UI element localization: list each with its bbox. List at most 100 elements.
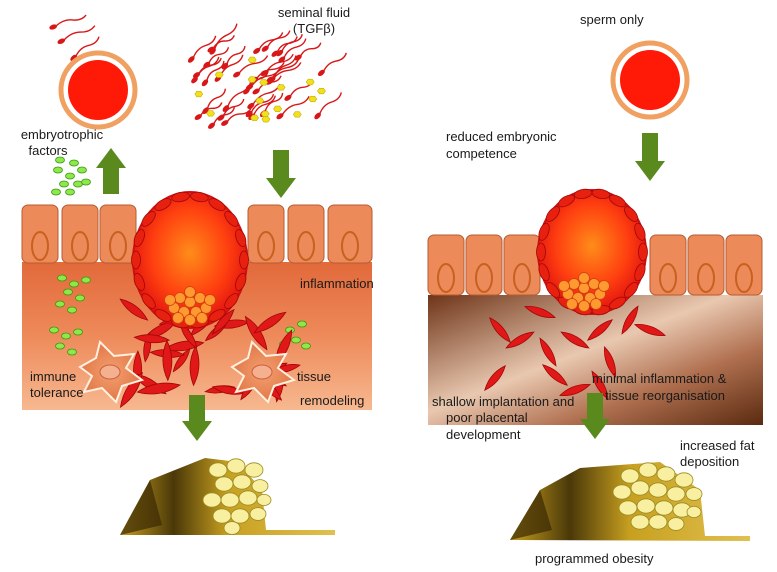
fat-cell [618, 500, 638, 516]
embryotrophic-factor-dots [51, 156, 91, 196]
factor-dot [49, 326, 59, 334]
fat-cell [630, 480, 650, 496]
immune-cell-right [230, 340, 297, 404]
label-tissue: tissue [297, 369, 331, 384]
factor-dot [55, 300, 65, 308]
trophoblast-cell [141, 211, 156, 227]
sperm-cell [317, 52, 347, 76]
fat-cell [214, 476, 234, 492]
trophoblast-cell [634, 222, 646, 241]
trophoblast-cell [545, 206, 561, 222]
fat-cell [230, 508, 250, 524]
factor-dot [59, 180, 69, 188]
fat-cell [620, 468, 640, 484]
tgf-beta-particle [247, 76, 257, 83]
arrow-up-embryotrophic [96, 148, 126, 194]
epithelial-cell [287, 204, 325, 264]
fat-cell [674, 472, 694, 488]
label-tgf-beta: (TGFβ) [293, 21, 335, 36]
trophoblast-cell [208, 198, 226, 211]
inflammatory-cells-right [484, 305, 666, 400]
label-programmed-obesity: programmed obesity [535, 551, 654, 566]
inner-cell-mass-cell [590, 298, 602, 310]
trophoblast-cell [133, 229, 145, 248]
inner-cell-mass-cell [598, 280, 610, 292]
inner-cell-mass-cell [184, 286, 196, 298]
fat-cell [667, 517, 685, 531]
fat-cell [202, 492, 222, 508]
fat-cell [244, 462, 264, 478]
epithelial-cell [99, 204, 137, 264]
factor-dots-tissue [49, 274, 311, 356]
inner-cell-mass-cell [172, 312, 184, 324]
tgf-beta-particle [255, 97, 265, 104]
factor-dot [57, 274, 67, 282]
arrow-down-seminal [266, 150, 296, 198]
label-minimal-inflammation: minimal inflammation & [592, 371, 727, 386]
immune-cell-left [78, 340, 145, 404]
epithelial-cell [327, 204, 373, 264]
epithelial-nucleus [659, 263, 677, 293]
stromal-cell [489, 316, 511, 344]
factor-dot [63, 288, 73, 296]
sperm-cell [261, 30, 291, 52]
label-immune: immune [30, 369, 76, 384]
sperm-cell [253, 32, 284, 54]
fat-cell [226, 458, 246, 474]
stromal-cell [211, 308, 235, 335]
stromal-cell [162, 339, 173, 382]
factor-dot [81, 276, 91, 284]
fat-cell [656, 466, 676, 482]
sperm-cell [222, 81, 252, 112]
trophoblast-cell [638, 242, 648, 262]
fat-cell [630, 514, 650, 530]
stromal-cell [505, 331, 535, 349]
epithelial-nucleus [341, 231, 359, 261]
right-implanting-embryo [536, 188, 648, 316]
fat-cell [666, 486, 686, 502]
fat-cell [636, 498, 656, 514]
tgf-beta-particle [276, 84, 286, 91]
seminal-fluid-sperm [187, 23, 347, 129]
trophoblast-cell [190, 191, 209, 203]
label-competence: competence [446, 146, 517, 161]
sperm-cell [70, 36, 100, 62]
fat-cell [223, 521, 241, 535]
tgf-beta-particle [206, 110, 215, 117]
factor-dot [75, 294, 85, 302]
tgf-beta-particle [261, 116, 271, 123]
sperm-cell [243, 70, 269, 95]
tgf-beta-particle [317, 88, 326, 95]
sperm-cell [314, 92, 342, 120]
label-tissue-reorganisation: tissue reorganisation [605, 388, 725, 403]
sperm-cell [201, 60, 225, 87]
trophoblast-cell [634, 263, 646, 282]
epithelial-nucleus [735, 263, 753, 293]
fat-cell [654, 500, 674, 516]
sperm-cell [49, 14, 87, 30]
tgf-beta-particle [214, 71, 224, 78]
fat-cell [220, 492, 240, 508]
stromal-cell [539, 337, 557, 367]
fat-cell [648, 514, 668, 530]
tgf-beta-particle [259, 79, 269, 86]
label-shallow-implantation: shallow implantation and [432, 394, 574, 409]
stromal-cell [133, 334, 171, 344]
tgf-beta-particle [273, 105, 282, 112]
stromal-cell [559, 384, 591, 396]
factor-dot [51, 188, 61, 196]
label-reduced-embryonic: reduced embryonic [446, 129, 557, 144]
fat-cell [238, 490, 258, 506]
trophoblast-cell [538, 263, 550, 282]
stromal-cell [604, 346, 616, 378]
label-seminal-fluid: seminal fluid [278, 5, 350, 20]
factor-dot [69, 159, 79, 167]
fat-cell [208, 462, 228, 478]
epithelial-nucleus [437, 263, 455, 293]
tgf-beta-particle [292, 111, 302, 118]
factor-dot [55, 342, 65, 350]
factor-dot [297, 320, 307, 328]
fat-cell [612, 484, 632, 500]
